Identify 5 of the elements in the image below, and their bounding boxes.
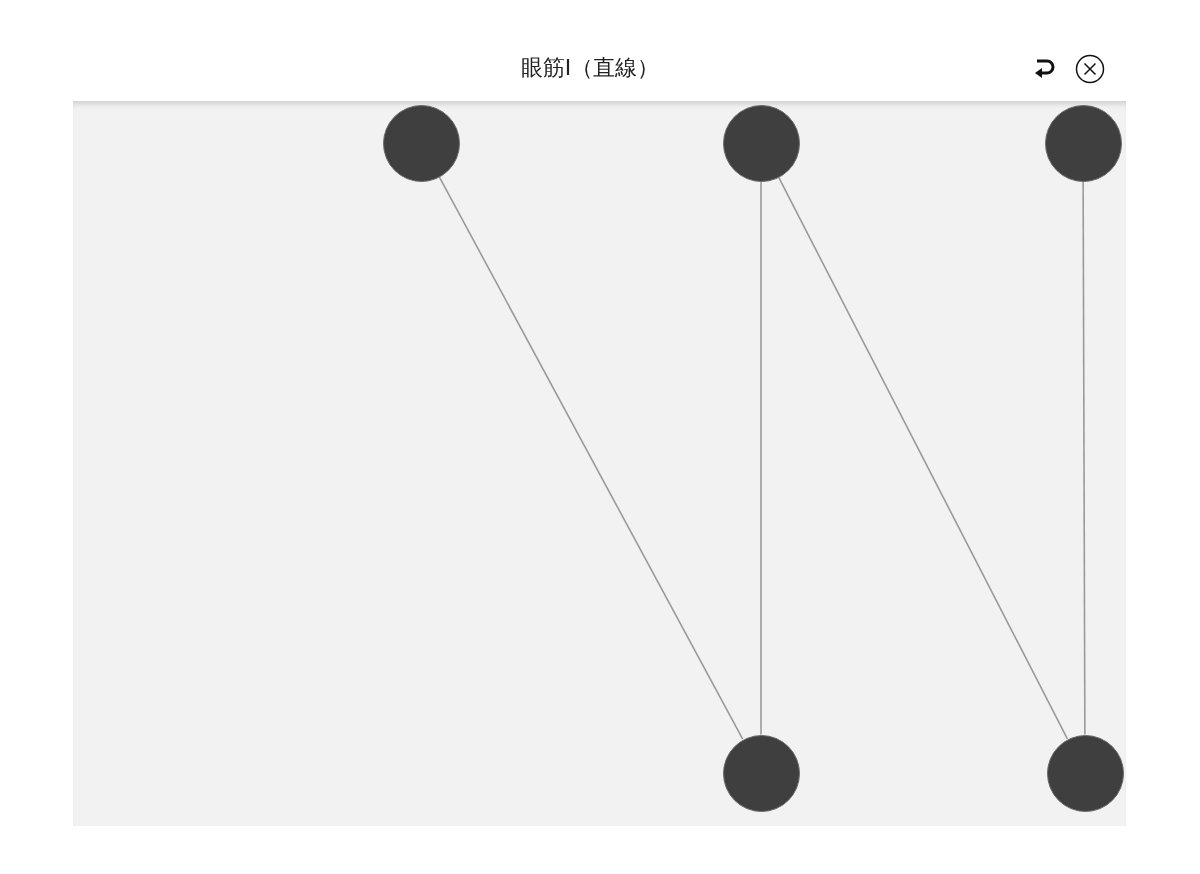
connector-line [438, 176, 744, 740]
connector-line [1082, 180, 1086, 736]
title: 眼筋I（直線） [520, 54, 660, 82]
connector-line [760, 180, 762, 736]
connector-line [777, 176, 1069, 740]
